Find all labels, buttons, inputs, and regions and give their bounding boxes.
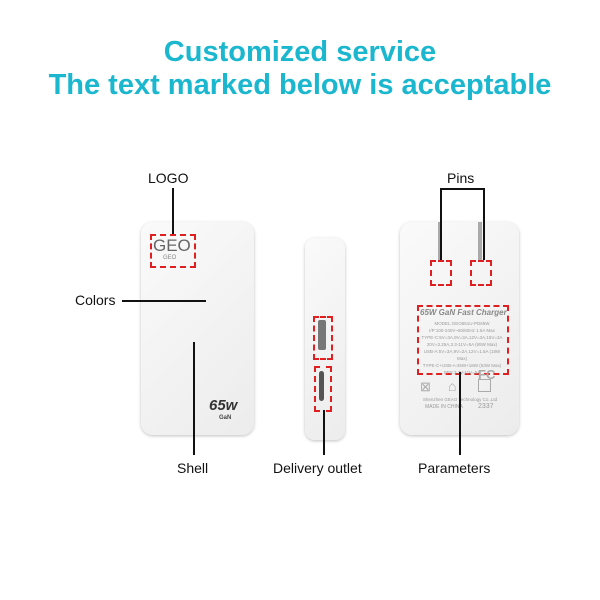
gan-text: GaN	[219, 415, 232, 421]
label-pins: Pins	[447, 170, 475, 186]
logo-mark-area	[150, 234, 196, 268]
usb-a-port	[318, 320, 326, 350]
charger-back: 65W GaN Fast Charger MODEL:GEO651U-PD65W…	[400, 222, 519, 435]
usb-c-port	[319, 371, 324, 401]
param-line: PPS:3.3V-11V=5A	[443, 370, 481, 375]
label-parameters: Parameters	[418, 460, 491, 476]
param-line: TYPE-C:5V=3A,9V=3A,12V=3A,15V=3A	[421, 335, 503, 340]
fcc-mark: FC	[478, 367, 496, 382]
param-line: 20V=3.25A,3.3-11V=5A (65W Max)	[426, 342, 498, 347]
leader-pins-left	[440, 188, 442, 260]
pin-mark-right	[470, 260, 492, 286]
indoor-use-icon: ⌂	[448, 378, 457, 394]
pin-mark-left	[430, 260, 452, 286]
param-line: I/P:100-240V~50/60Hz 1.5A Max	[429, 328, 495, 333]
back-heading: 65W GaN Fast Charger	[420, 308, 507, 317]
title-line-1: Customized service	[163, 36, 437, 68]
logo-sub: GEO	[163, 255, 177, 261]
leader-pins-bar	[440, 188, 484, 190]
date-code: 2337	[478, 403, 494, 410]
parameters-mark	[417, 305, 509, 375]
parameter-list: MODEL:GEO651U-PD65W I/P:100-240V~50/60Hz…	[420, 320, 504, 376]
charger-front: GEO GEO 65w GaN	[141, 222, 254, 435]
param-line: TYPE-C+USB-A:45W+18W (63W Max)	[422, 363, 502, 368]
logo: GEO	[153, 236, 191, 255]
leader-parameters	[459, 372, 461, 455]
leader-outlet	[323, 410, 325, 455]
label-logo: LOGO	[148, 170, 189, 186]
charger-side	[305, 238, 345, 440]
leader-shell	[193, 342, 195, 455]
leader-pins-right	[483, 188, 485, 260]
weee-bin-icon: ⊠	[420, 379, 431, 394]
usb-a-mark	[313, 316, 333, 360]
label-delivery-outlet: Delivery outlet	[273, 460, 362, 476]
label-shell: Shell	[177, 460, 209, 476]
power-rating: 65w	[209, 397, 238, 414]
double-insulation-icon	[478, 379, 491, 392]
title-line-2: The text marked below is acceptable	[48, 69, 552, 101]
param-line: MODEL:GEO651U-PD65W	[434, 321, 490, 326]
label-colors: Colors	[75, 292, 116, 308]
leader-colors	[122, 300, 206, 302]
param-line: USB-A:5V=3A,9V=2A,12V=1.5A (18W Max)	[423, 349, 501, 361]
pin-right	[478, 222, 482, 262]
origin: MADE IN CHINA	[425, 404, 463, 410]
leader-logo	[172, 188, 174, 234]
